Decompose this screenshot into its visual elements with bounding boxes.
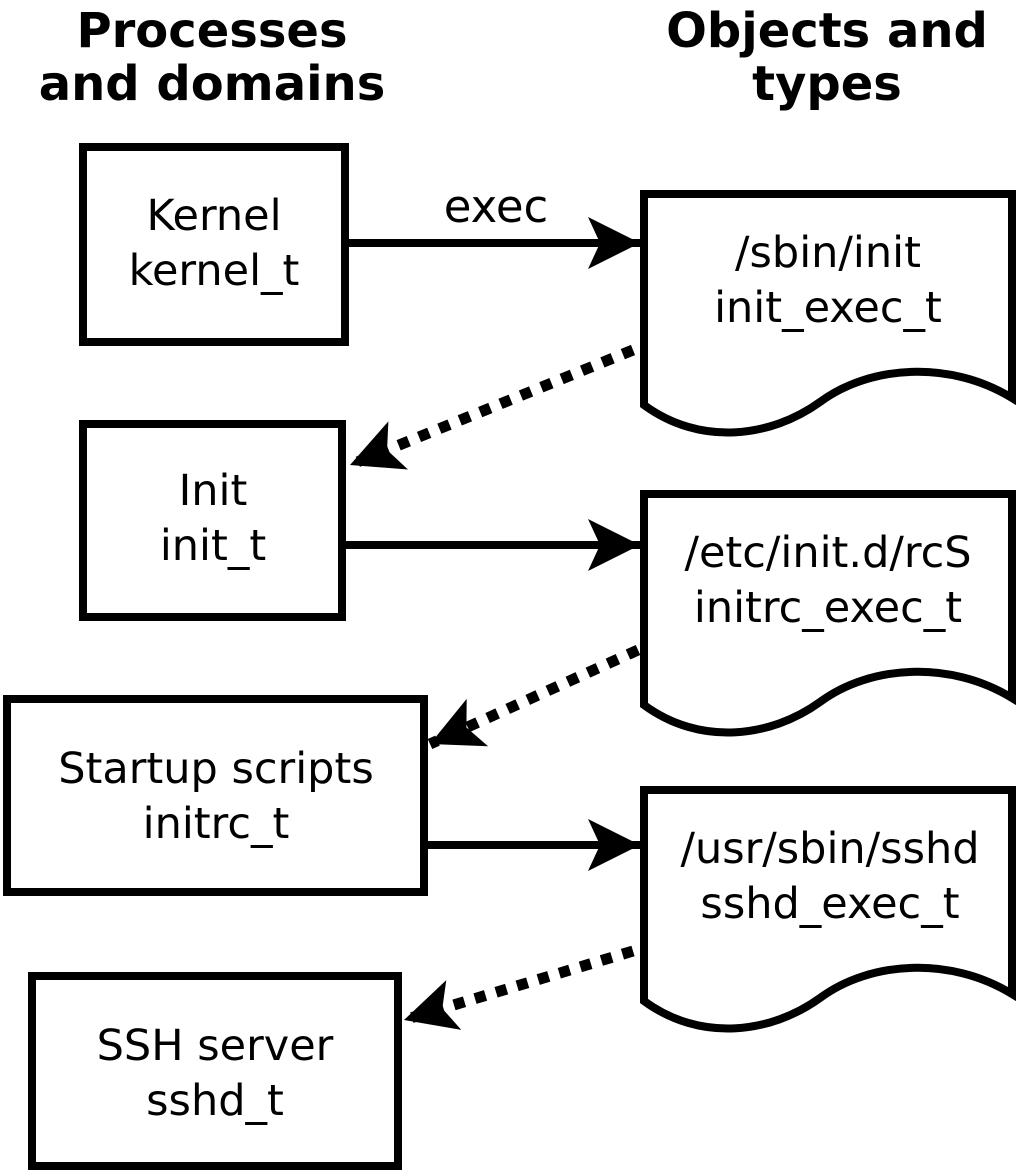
etc-initd-rcs-document bbox=[640, 490, 1016, 737]
object-node-usr-sbin-sshd: /usr/sbin/sshd sshd_exec_t bbox=[640, 786, 1016, 1033]
sbin-init-document bbox=[640, 190, 1016, 437]
object-node-etc-initd-rcs: /etc/init.d/rcS initrc_exec_t bbox=[640, 490, 1016, 737]
left-column-heading: Processes and domains bbox=[39, 3, 386, 112]
usr-sbin-sshd-document bbox=[640, 786, 1016, 1033]
sbin-init-path-label: /sbin/init bbox=[735, 228, 921, 278]
kernel-box bbox=[79, 143, 349, 346]
init-box bbox=[79, 420, 346, 621]
dotted-arrow-rcs-to-initrc bbox=[427, 644, 641, 750]
right-heading-line1: Objects and bbox=[666, 3, 988, 59]
dotted-arrow-sbin-init-to-init bbox=[347, 344, 636, 471]
startup-scripts-box bbox=[3, 695, 428, 896]
left-heading-line2: and domains bbox=[39, 56, 386, 112]
etc-initd-rcs-type-label: initrc_exec_t bbox=[694, 583, 962, 633]
right-column-heading: Objects and types bbox=[666, 3, 988, 112]
exec-edge-label: exec bbox=[444, 180, 549, 233]
dotted-arrow-sshd-exec-to-sshd bbox=[402, 945, 635, 1030]
startup-scripts-domain-label: initrc_t bbox=[143, 799, 290, 849]
kernel-domain-label: kernel_t bbox=[129, 246, 300, 296]
object-node-sbin-init: /sbin/init init_exec_t bbox=[640, 190, 1016, 437]
init-domain-label: init_t bbox=[160, 521, 266, 571]
kernel-label: Kernel bbox=[146, 191, 281, 241]
etc-initd-rcs-path-label: /etc/init.d/rcS bbox=[684, 528, 971, 578]
process-node-startup-scripts: Startup scripts initrc_t bbox=[3, 695, 428, 896]
startup-scripts-label: Startup scripts bbox=[58, 744, 374, 794]
process-node-kernel: Kernel kernel_t bbox=[79, 143, 349, 346]
left-heading-line1: Processes bbox=[76, 3, 347, 59]
usr-sbin-sshd-type-label: sshd_exec_t bbox=[700, 879, 959, 929]
ssh-server-label: SSH server bbox=[97, 1021, 334, 1071]
init-label: Init bbox=[179, 466, 248, 516]
process-node-init: Init init_t bbox=[79, 420, 346, 621]
process-node-ssh-server: SSH server sshd_t bbox=[28, 972, 402, 1170]
usr-sbin-sshd-path-label: /usr/sbin/sshd bbox=[680, 824, 979, 874]
sbin-init-type-label: init_exec_t bbox=[714, 283, 942, 333]
ssh-server-box bbox=[28, 972, 402, 1170]
right-heading-line2: types bbox=[752, 56, 902, 112]
ssh-server-domain-label: sshd_t bbox=[146, 1076, 284, 1126]
